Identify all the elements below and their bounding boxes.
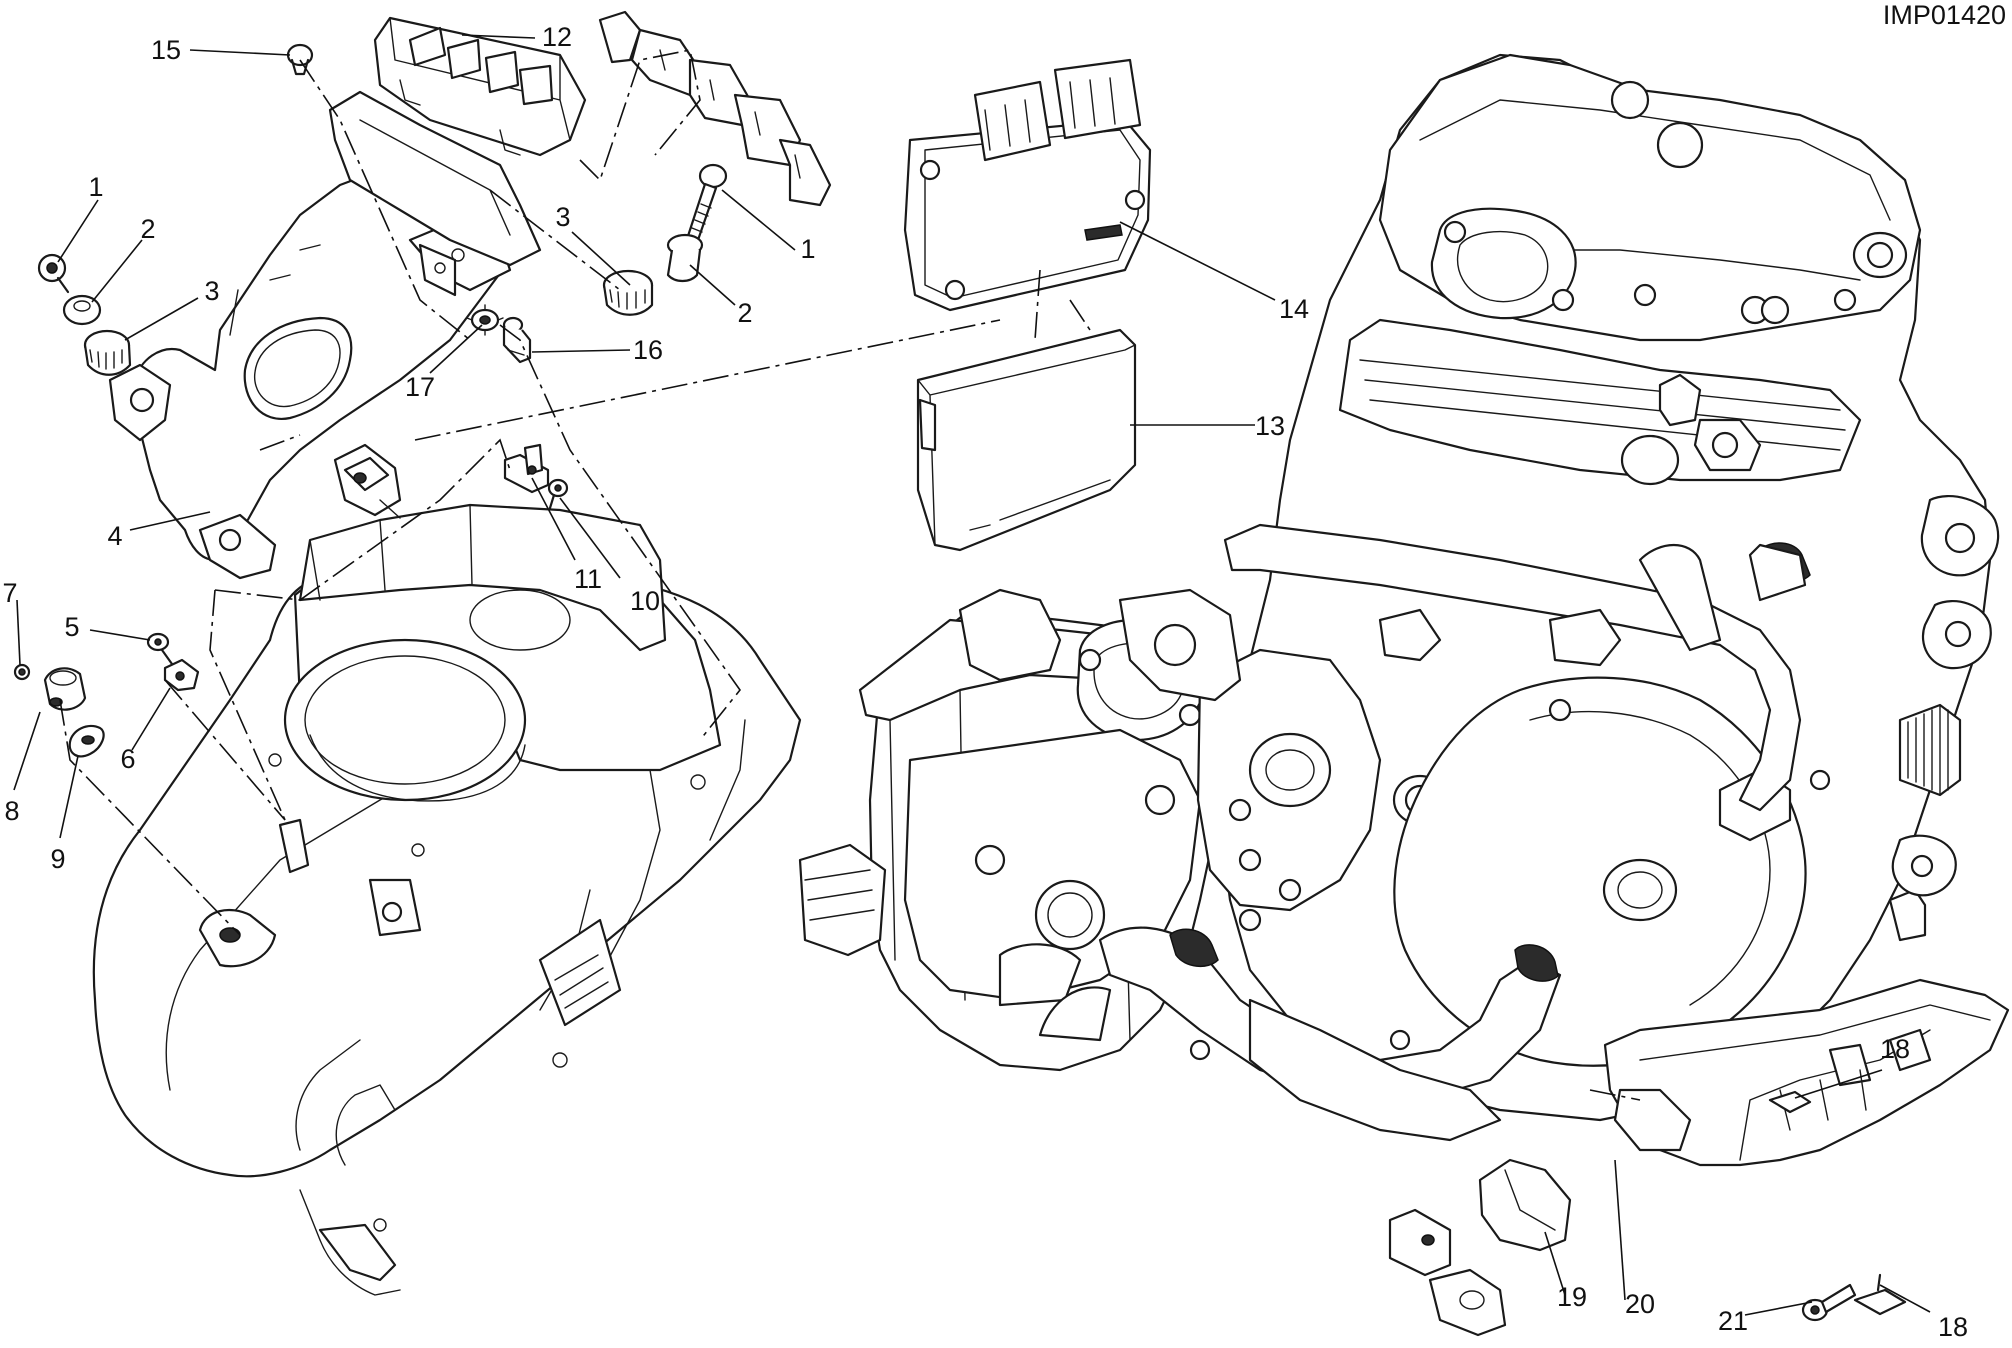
part-13-ecu-cover bbox=[916, 328, 1137, 552]
callout-2-left: 2 bbox=[140, 214, 155, 244]
part-7-nut bbox=[13, 663, 31, 681]
callout-1-left: 1 bbox=[88, 172, 103, 202]
callout-labels: 1 2 3 4 5 6 7 8 9 15 12 3 1 2 16 17 11 1… bbox=[2, 22, 1968, 1342]
part-11-clip-bracket bbox=[503, 443, 550, 494]
part-21-screw bbox=[1801, 1283, 1857, 1322]
part-5-screw bbox=[146, 632, 174, 666]
callout-1-center: 1 bbox=[800, 234, 815, 264]
callout-15: 15 bbox=[151, 35, 181, 65]
callout-5: 5 bbox=[64, 612, 79, 642]
callout-18-bottom: 18 bbox=[1938, 1312, 1968, 1342]
relay-connector-pack bbox=[598, 10, 832, 207]
part-19-sensor-cover bbox=[1478, 1158, 1572, 1252]
part-12-fuse-relay-holder bbox=[373, 16, 587, 157]
sensor-connectors-bottom bbox=[1388, 1208, 1507, 1337]
callout-20: 20 bbox=[1625, 1289, 1655, 1319]
callout-3-left: 3 bbox=[204, 276, 219, 306]
callout-19: 19 bbox=[1557, 1282, 1587, 1312]
drawing-code: IMP01420 bbox=[1883, 0, 2006, 30]
callout-2-center: 2 bbox=[737, 298, 752, 328]
callout-3-center: 3 bbox=[555, 202, 570, 232]
part-2-washer-left bbox=[62, 294, 102, 326]
left-fastener-stack bbox=[37, 253, 132, 376]
center-fastener-stack bbox=[466, 163, 728, 364]
part-15-push-clip bbox=[286, 43, 314, 76]
airbox-body bbox=[92, 503, 802, 1296]
callout-13: 13 bbox=[1255, 411, 1285, 441]
part-6-clip bbox=[163, 658, 200, 692]
sensor-connector-plug bbox=[333, 443, 402, 519]
callout-12: 12 bbox=[542, 22, 572, 52]
callout-14: 14 bbox=[1279, 294, 1309, 324]
engine-assembly bbox=[798, 53, 2000, 1142]
callout-leaders bbox=[13, 34, 1931, 1316]
callout-10: 10 bbox=[630, 586, 660, 616]
part-3-grommet-left bbox=[83, 329, 132, 376]
relay-bracket-plate bbox=[328, 90, 542, 297]
callout-8: 8 bbox=[4, 796, 19, 826]
part-3-grommet-center bbox=[602, 269, 654, 316]
part-16-stud-bolt bbox=[502, 316, 532, 364]
callout-18-top: 18 bbox=[1880, 1034, 1910, 1064]
part-20-skid-guard bbox=[1603, 978, 2010, 1167]
callout-16: 16 bbox=[633, 335, 663, 365]
callout-9: 9 bbox=[50, 844, 65, 874]
part-18-pad-bottom bbox=[1853, 1273, 1907, 1316]
callout-17: 17 bbox=[405, 372, 435, 402]
part-2-spacer-center bbox=[666, 233, 704, 283]
callout-6: 6 bbox=[120, 744, 135, 774]
callout-11: 11 bbox=[574, 564, 602, 594]
part-1-screw-left bbox=[37, 253, 70, 294]
callout-4: 4 bbox=[107, 521, 122, 551]
part-10-screw bbox=[547, 478, 569, 510]
callout-7: 7 bbox=[2, 578, 17, 608]
part-17-star-washer bbox=[466, 304, 504, 336]
part-14-ecu-unit bbox=[903, 58, 1152, 312]
part-8-rubber-bush bbox=[43, 667, 87, 711]
callout-21: 21 bbox=[1718, 1306, 1748, 1336]
part-1-screw-center bbox=[686, 163, 728, 242]
assembly-lines bbox=[59, 49, 1641, 1101]
part-9-washer-plate bbox=[68, 724, 105, 758]
